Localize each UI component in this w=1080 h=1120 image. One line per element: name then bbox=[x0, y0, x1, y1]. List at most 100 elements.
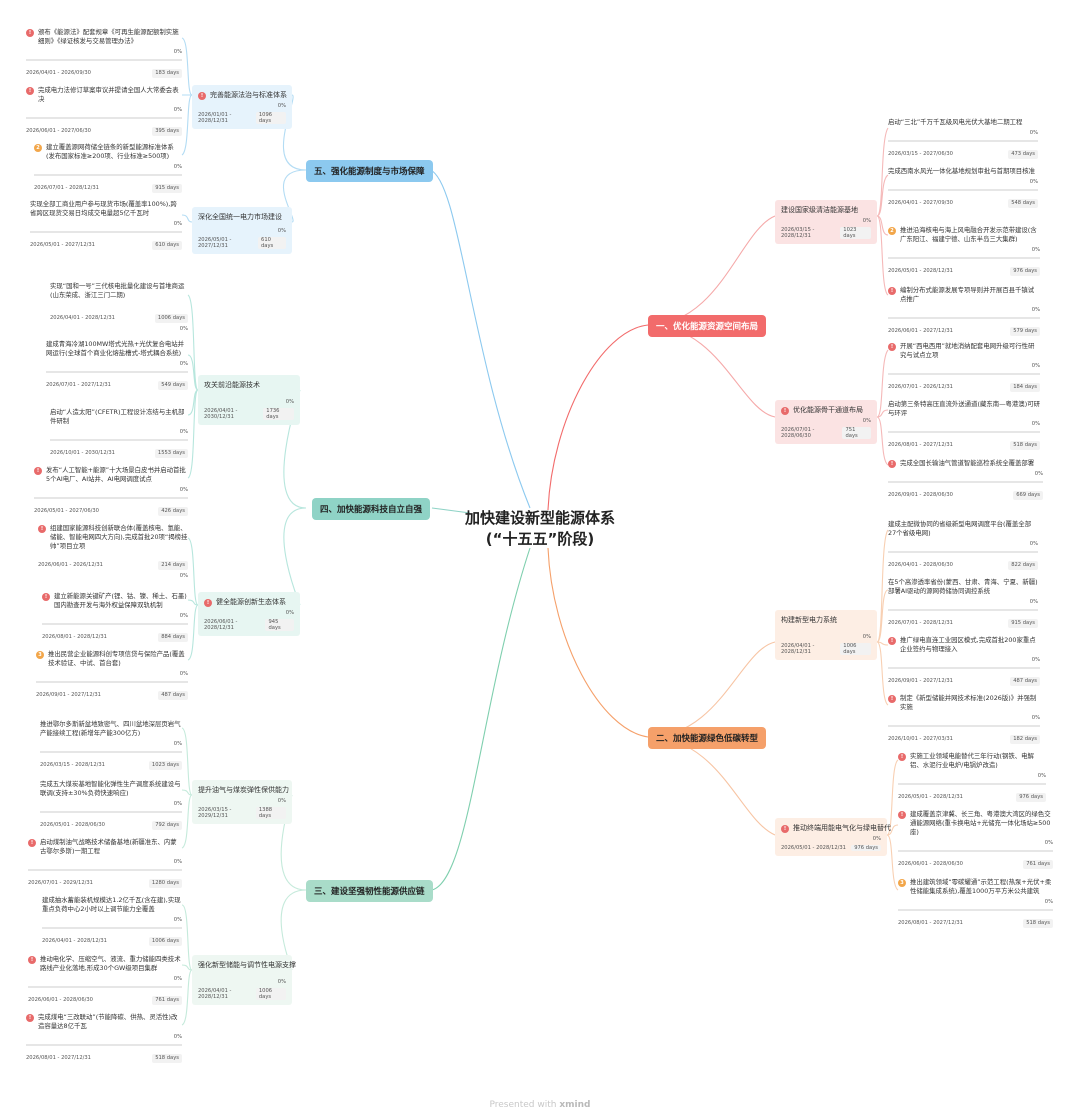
task-text: 建立覆盖源网荷储全链条的新型能源标准体系(发布国家标准≥200项、行业标准≥50… bbox=[46, 143, 174, 160]
date-range: 2026/08/01 - 2028/12/31 bbox=[42, 633, 107, 640]
date-range: 2026/05/01 - 2028/06/30 bbox=[40, 821, 105, 828]
task-3-2-3[interactable]: !完成煤电“三改联动”(节能降碳、供热、灵活性)改造容量达8亿千瓦 0% 202… bbox=[26, 1013, 182, 1063]
task-1-1-1[interactable]: 启动“三北”千万千瓦级风电光伏大基地二期工程 0% 2026/03/15 - 2… bbox=[888, 118, 1038, 159]
progress-percent: 0% bbox=[285, 610, 294, 616]
branch-1[interactable]: 一、优化能源资源空间布局 bbox=[648, 315, 767, 337]
task-1-1-4[interactable]: !编制分布式能源发展专项导则并开展百县千镇试点推广 0% 2026/06/01 … bbox=[888, 286, 1040, 336]
task-4-2-1[interactable]: !组建国家能源科技创新联合体(覆盖核电、氢能、储能、智能电网四大方向),完成首批… bbox=[38, 524, 188, 581]
subtopic-3-1[interactable]: 提升油气与煤炭弹性保供能力 0% 2026/03/15 - 2029/12/31… bbox=[192, 780, 292, 824]
task-4-1-2[interactable]: 建成青海冷湖100MW塔式光热+光伏复合电站并网运行(全球首个商业化熔盐槽式-塔… bbox=[46, 340, 188, 390]
task-1-2-3[interactable]: !完成全国长输油气管道智能巡检系统全覆盖部署 0% 2026/09/01 - 2… bbox=[888, 459, 1043, 500]
priority-icon: ! bbox=[898, 753, 906, 761]
task-text: 实施工业领域电能替代三年行动(钢铁、电解铝、水泥行业电炉/电锅炉改造) bbox=[910, 752, 1034, 769]
priority-icon: ! bbox=[28, 956, 36, 964]
subtopic-3-2[interactable]: 强化新型储能与调节性电源支撑 0% 2026/04/01 - 2028/12/3… bbox=[192, 955, 296, 1005]
progress-bar bbox=[888, 431, 1040, 433]
date-range: 2026/04/01 - 2030/12/31 bbox=[204, 408, 238, 420]
duration-badge: 548 days bbox=[1008, 198, 1038, 208]
task-2-1-3[interactable]: !推广绿电直连工业园区模式,完成首批200家重点企业签约与物理接入 0% 202… bbox=[888, 636, 1040, 686]
date-range: 2026/07/01 - 2028/06/30 bbox=[781, 427, 815, 439]
progress-percent: 0% bbox=[1029, 541, 1038, 547]
date-range: 2026/05/01 - 2028/12/31 bbox=[888, 267, 953, 274]
task-1-1-2[interactable]: 完成西南水风光一体化基地规划审批与首期项目核准 0% 2026/04/01 - … bbox=[888, 167, 1038, 208]
date-range: 2026/04/01 - 2028/12/31 bbox=[42, 937, 107, 944]
priority-icon: ! bbox=[198, 91, 206, 100]
date-range: 2026/09/01 - 2027/12/31 bbox=[36, 691, 101, 698]
branch-2[interactable]: 二、加快能源绿色低碳转型 bbox=[648, 727, 767, 749]
progress-bar bbox=[36, 681, 188, 683]
task-5-2-1[interactable]: 实现全部工商业用户参与现货市场(覆盖率100%),跨省跨区现货交易日均成交电量超… bbox=[30, 200, 182, 250]
progress-bar bbox=[26, 59, 182, 61]
branch-3-label: 三、建设坚强韧性能源供应链 bbox=[314, 887, 425, 897]
duration-badge: 518 days bbox=[152, 1053, 182, 1063]
task-4-2-2[interactable]: !建立新能源关键矿产(锂、钴、镍、稀土、石墨)国内勘查开发与海外权益保障双轨机制… bbox=[42, 592, 188, 642]
task-2-1-4[interactable]: !制定《新型储能并网技术标准(2026版)》并强制实施 0% 2026/10/0… bbox=[888, 694, 1040, 744]
date-range: 2026/06/01 - 2028/06/30 bbox=[28, 996, 93, 1003]
priority-icon: ! bbox=[204, 598, 212, 607]
progress-percent: 0% bbox=[862, 634, 871, 640]
branch-3[interactable]: 三、建设坚强韧性能源供应链 bbox=[306, 880, 433, 902]
progress-percent: 0% bbox=[179, 361, 188, 367]
task-4-1-4[interactable]: !发布“人工智能+能源”十大场景白皮书并启动首批5个AI电厂、AI站井、AI电网… bbox=[34, 466, 188, 516]
task-4-1-3[interactable]: 启动“人造太阳”(CFETR)工程设计冻结与主机部件研制 0% 2026/10/… bbox=[50, 408, 188, 458]
duration-badge: 976 days bbox=[1016, 792, 1046, 802]
branch-5[interactable]: 五、强化能源制度与市场保障 bbox=[306, 160, 433, 182]
task-text: 推进鄂尔多斯新盆地致密气、四川盆地深层页岩气产能接续工程(新增年产能300亿方) bbox=[40, 720, 181, 737]
progress-percent: 0% bbox=[872, 836, 881, 842]
date-range: 2026/07/01 - 2027/12/31 bbox=[46, 381, 111, 388]
task-5-1-1[interactable]: !颁布《能源法》配套规章《可再生能源配额制实施细则》《绿证核发与交易管理办法》 … bbox=[26, 28, 182, 78]
subtopic-title: 完善能源法治与标准体系 bbox=[210, 91, 287, 99]
root-topic[interactable]: 加快建设新型能源体系 (“十五五”阶段) bbox=[440, 508, 640, 550]
subtopic-title: 构建新型电力系统 bbox=[781, 616, 837, 624]
priority-icon: ! bbox=[888, 695, 896, 703]
duration-badge: 761 days bbox=[152, 995, 182, 1005]
task-3-1-1[interactable]: 推进鄂尔多斯新盆地致密气、四川盆地深层页岩气产能接续工程(新增年产能300亿方)… bbox=[40, 720, 182, 770]
task-1-2-1[interactable]: !开展“西电西用”就地消纳配套电网升级可行性研究与试点立项 0% 2026/07… bbox=[888, 342, 1040, 392]
duration-badge: 1388 days bbox=[255, 807, 286, 819]
duration-badge: 1023 days bbox=[840, 227, 871, 239]
priority-icon: ! bbox=[781, 406, 789, 415]
root-title-line2: (“十五五”阶段) bbox=[485, 530, 595, 548]
progress-percent: 0% bbox=[179, 671, 188, 677]
task-text: 建成抽水蓄能装机规模达1.2亿千瓦(含在建),实现重点负荷中心2小时以上调节能力… bbox=[42, 896, 181, 913]
task-2-1-2[interactable]: 在5个高渗透率省份(蒙西、甘肃、青海、宁夏、新疆)部署AI驱动的源网荷储协同调控… bbox=[888, 578, 1038, 628]
task-3-2-1[interactable]: 建成抽水蓄能装机规模达1.2亿千瓦(含在建),实现重点负荷中心2小时以上调节能力… bbox=[42, 896, 182, 946]
progress-percent: 0% bbox=[277, 798, 286, 804]
task-5-1-2[interactable]: !完成电力法修订草案审议并提请全国人大常委会表决 0% 2026/06/01 -… bbox=[26, 86, 182, 136]
branch-1-label: 一、优化能源资源空间布局 bbox=[656, 322, 759, 332]
task-2-2-1[interactable]: !实施工业领域电能替代三年行动(钢铁、电解铝、水泥行业电炉/电锅炉改造) 0% … bbox=[898, 752, 1046, 802]
task-1-2-2[interactable]: 启动第三条特高压直流外送通道(藏东南—粤港澳)可研与环评 0% 2026/08/… bbox=[888, 400, 1040, 450]
subtopic-title: 攻关前沿能源技术 bbox=[204, 381, 260, 389]
priority-icon: 3 bbox=[898, 879, 906, 887]
branch-2-label: 二、加快能源绿色低碳转型 bbox=[656, 734, 759, 744]
task-3-1-2[interactable]: 完成五大煤炭基地智能化弹性生产调度系统建设与联调(支持±30%负荷快速响应) 0… bbox=[40, 780, 182, 830]
task-3-1-3[interactable]: !启动煤制油气战略技术储备基地(新疆准东、内蒙古鄂尔多斯)一期工程 0% 202… bbox=[28, 838, 182, 888]
priority-icon: 3 bbox=[36, 651, 44, 659]
progress-percent: 0% bbox=[173, 1034, 182, 1040]
progress-bar bbox=[50, 439, 188, 441]
subtopic-2-2[interactable]: !推动终端用能电气化与绿电替代 0% 2026/05/01 - 2028/12/… bbox=[775, 818, 891, 856]
branch-4-label: 四、加快能源科技自立自强 bbox=[320, 505, 423, 515]
task-2-2-2[interactable]: !建成覆盖京津冀、长三角、粤港澳大湾区的绿色交通能源网络(重卡换电站+光储充一体… bbox=[898, 810, 1053, 869]
subtopic-title: 推动终端用能电气化与绿电替代 bbox=[793, 824, 891, 832]
task-2-1-1[interactable]: 建成主配微协同的省级新型电网调度平台(覆盖全部27个省级电网) 0% 2026/… bbox=[888, 520, 1038, 570]
date-range: 2026/04/01 - 2028/12/31 bbox=[781, 643, 815, 655]
progress-percent: 0% bbox=[1029, 179, 1038, 185]
branch-4[interactable]: 四、加快能源科技自立自强 bbox=[312, 498, 431, 520]
task-3-2-2[interactable]: !推动电化学、压缩空气、液流、重力储能四类技术路线产业化落地,形成30个GW级项… bbox=[28, 955, 182, 1005]
task-4-1-1[interactable]: 实现“国和一号”三代核电批量化建设与首堆商运(山东荣成、浙江三门二期) 2026… bbox=[50, 282, 188, 334]
task-text: 在5个高渗透率省份(蒙西、甘肃、青海、宁夏、新疆)部署AI驱动的源网荷储协同调控… bbox=[888, 578, 1038, 595]
progress-percent: 0% bbox=[1044, 899, 1053, 905]
progress-bar bbox=[26, 1044, 182, 1046]
